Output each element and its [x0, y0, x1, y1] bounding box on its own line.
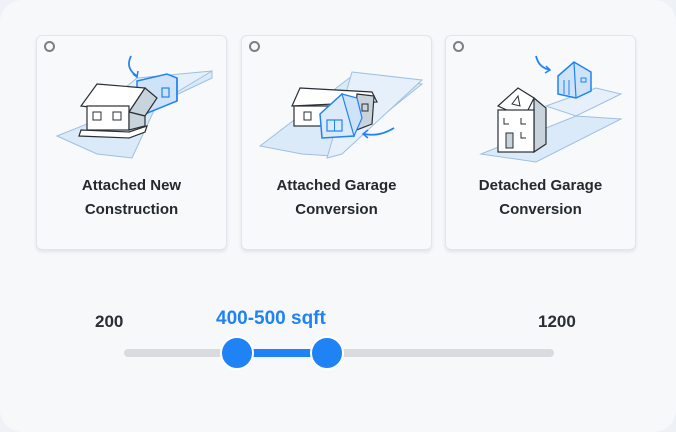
- attached-new-construction-house-icon: [55, 55, 213, 159]
- option-label-line2: Conversion: [295, 201, 378, 218]
- attached-garage-conversion-house-icon: [258, 71, 424, 159]
- option-label-line1: Detached Garage: [478, 177, 603, 194]
- range-min-label: 200: [95, 312, 124, 331]
- option-label-line2: Construction: [84, 201, 179, 218]
- slider-thumb-low[interactable]: [220, 336, 254, 370]
- detached-garage-conversion-house-icon: [479, 55, 623, 163]
- option-card-attached-new-construction[interactable]: Attached New Construction: [36, 35, 227, 250]
- option-card-detached-garage-conversion[interactable]: Detached Garage Conversion: [445, 35, 636, 250]
- option-label: Attached New Construction: [37, 174, 226, 222]
- option-label-line1: Attached Garage: [276, 177, 397, 194]
- option-label: Detached Garage Conversion: [446, 174, 635, 222]
- option-label-line2: Conversion: [499, 201, 582, 218]
- radio-button[interactable]: [44, 41, 55, 52]
- slider-thumb-high[interactable]: [310, 336, 344, 370]
- radio-button[interactable]: [249, 41, 260, 52]
- range-value-label: 400-500 sqft: [216, 308, 326, 329]
- range-max-label: 1200: [538, 312, 576, 331]
- slider-selected-range: [237, 349, 327, 357]
- option-label-line1: Attached New: [81, 177, 182, 194]
- radio-button[interactable]: [453, 41, 464, 52]
- option-card-attached-garage-conversion[interactable]: Attached Garage Conversion: [241, 35, 432, 250]
- option-label: Attached Garage Conversion: [242, 174, 431, 222]
